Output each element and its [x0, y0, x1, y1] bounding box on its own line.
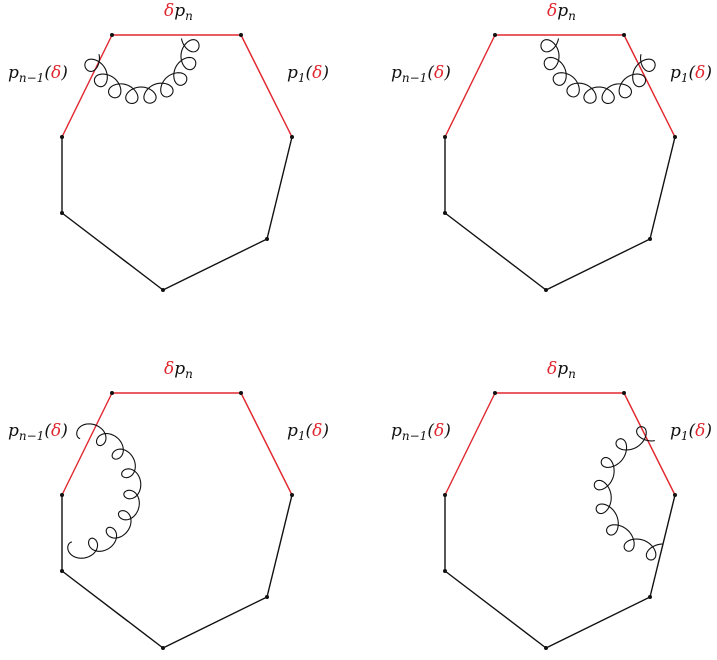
vertex-dot — [673, 135, 677, 139]
edge — [444, 570, 547, 649]
vertex-dot — [110, 33, 114, 37]
vertex-dot — [265, 595, 269, 599]
vertex-dot — [673, 493, 677, 497]
edge — [545, 596, 651, 649]
vertex-dot — [60, 135, 64, 139]
vertex-dot — [493, 33, 497, 37]
vertex-dot — [290, 493, 294, 497]
edge — [444, 212, 547, 291]
label-p-1: p1(δ) — [670, 63, 712, 85]
edge — [61, 212, 164, 291]
label-p-n-minus-1: pn−1(δ) — [391, 63, 451, 85]
vertex-dot — [239, 33, 243, 37]
vertex-dot — [443, 135, 447, 139]
red-edge — [623, 34, 676, 138]
edge — [162, 238, 268, 291]
label-delta-pn: δpn — [547, 359, 576, 381]
edge — [266, 494, 293, 598]
label-p-n-minus-1: pn−1(δ) — [8, 421, 68, 443]
edge — [649, 136, 676, 240]
label-delta-pn: δpn — [164, 359, 193, 381]
vertex-dot — [544, 288, 548, 292]
label-p-1: p1(δ) — [287, 421, 329, 443]
red-edge — [444, 392, 496, 496]
edge — [61, 570, 164, 649]
vertex-dot — [622, 33, 626, 37]
vertex-dot — [60, 211, 64, 215]
red-edge — [240, 392, 293, 496]
panel-top-right: δpn pn−1(δ) p1(δ) — [391, 1, 712, 292]
gluon-line — [67, 423, 142, 559]
panel-bottom-left: δpn pn−1(δ) p1(δ) — [8, 359, 329, 650]
edge — [266, 136, 293, 240]
vertex-dot — [493, 391, 497, 395]
edge — [649, 494, 676, 598]
vertex-dot — [443, 211, 447, 215]
label-p-1: p1(δ) — [287, 63, 329, 85]
panel-top-left: δpn pn−1(δ) p1(δ) — [8, 1, 329, 292]
label-p-1: p1(δ) — [670, 421, 712, 443]
vertex-dot — [443, 493, 447, 497]
vertex-dot — [161, 646, 165, 650]
red-edge — [444, 34, 496, 138]
vertex-dot — [161, 288, 165, 292]
vertex-dot — [60, 493, 64, 497]
edge — [545, 238, 651, 291]
red-edge — [61, 392, 113, 496]
edge — [162, 596, 268, 649]
panel-bottom-right: δpn pn−1(δ) p1(δ) — [391, 359, 712, 650]
vertex-dot — [648, 595, 652, 599]
label-delta-pn: δpn — [547, 1, 576, 23]
red-edge — [240, 34, 293, 138]
vertex-dot — [648, 237, 652, 241]
vertex-dot — [622, 391, 626, 395]
label-p-n-minus-1: pn−1(δ) — [391, 421, 451, 443]
vertex-dot — [443, 569, 447, 573]
gluon-line — [84, 38, 200, 105]
red-edge — [61, 34, 113, 138]
red-edge — [623, 392, 676, 496]
vertex-dot — [239, 391, 243, 395]
vertex-dot — [544, 646, 548, 650]
vertex-dot — [290, 135, 294, 139]
label-delta-pn: δpn — [164, 1, 193, 23]
vertex-dot — [110, 391, 114, 395]
vertex-dot — [60, 569, 64, 573]
gluon-line — [593, 426, 664, 561]
label-p-n-minus-1: pn−1(δ) — [8, 63, 68, 85]
vertex-dot — [265, 237, 269, 241]
gluon-line — [540, 38, 656, 105]
